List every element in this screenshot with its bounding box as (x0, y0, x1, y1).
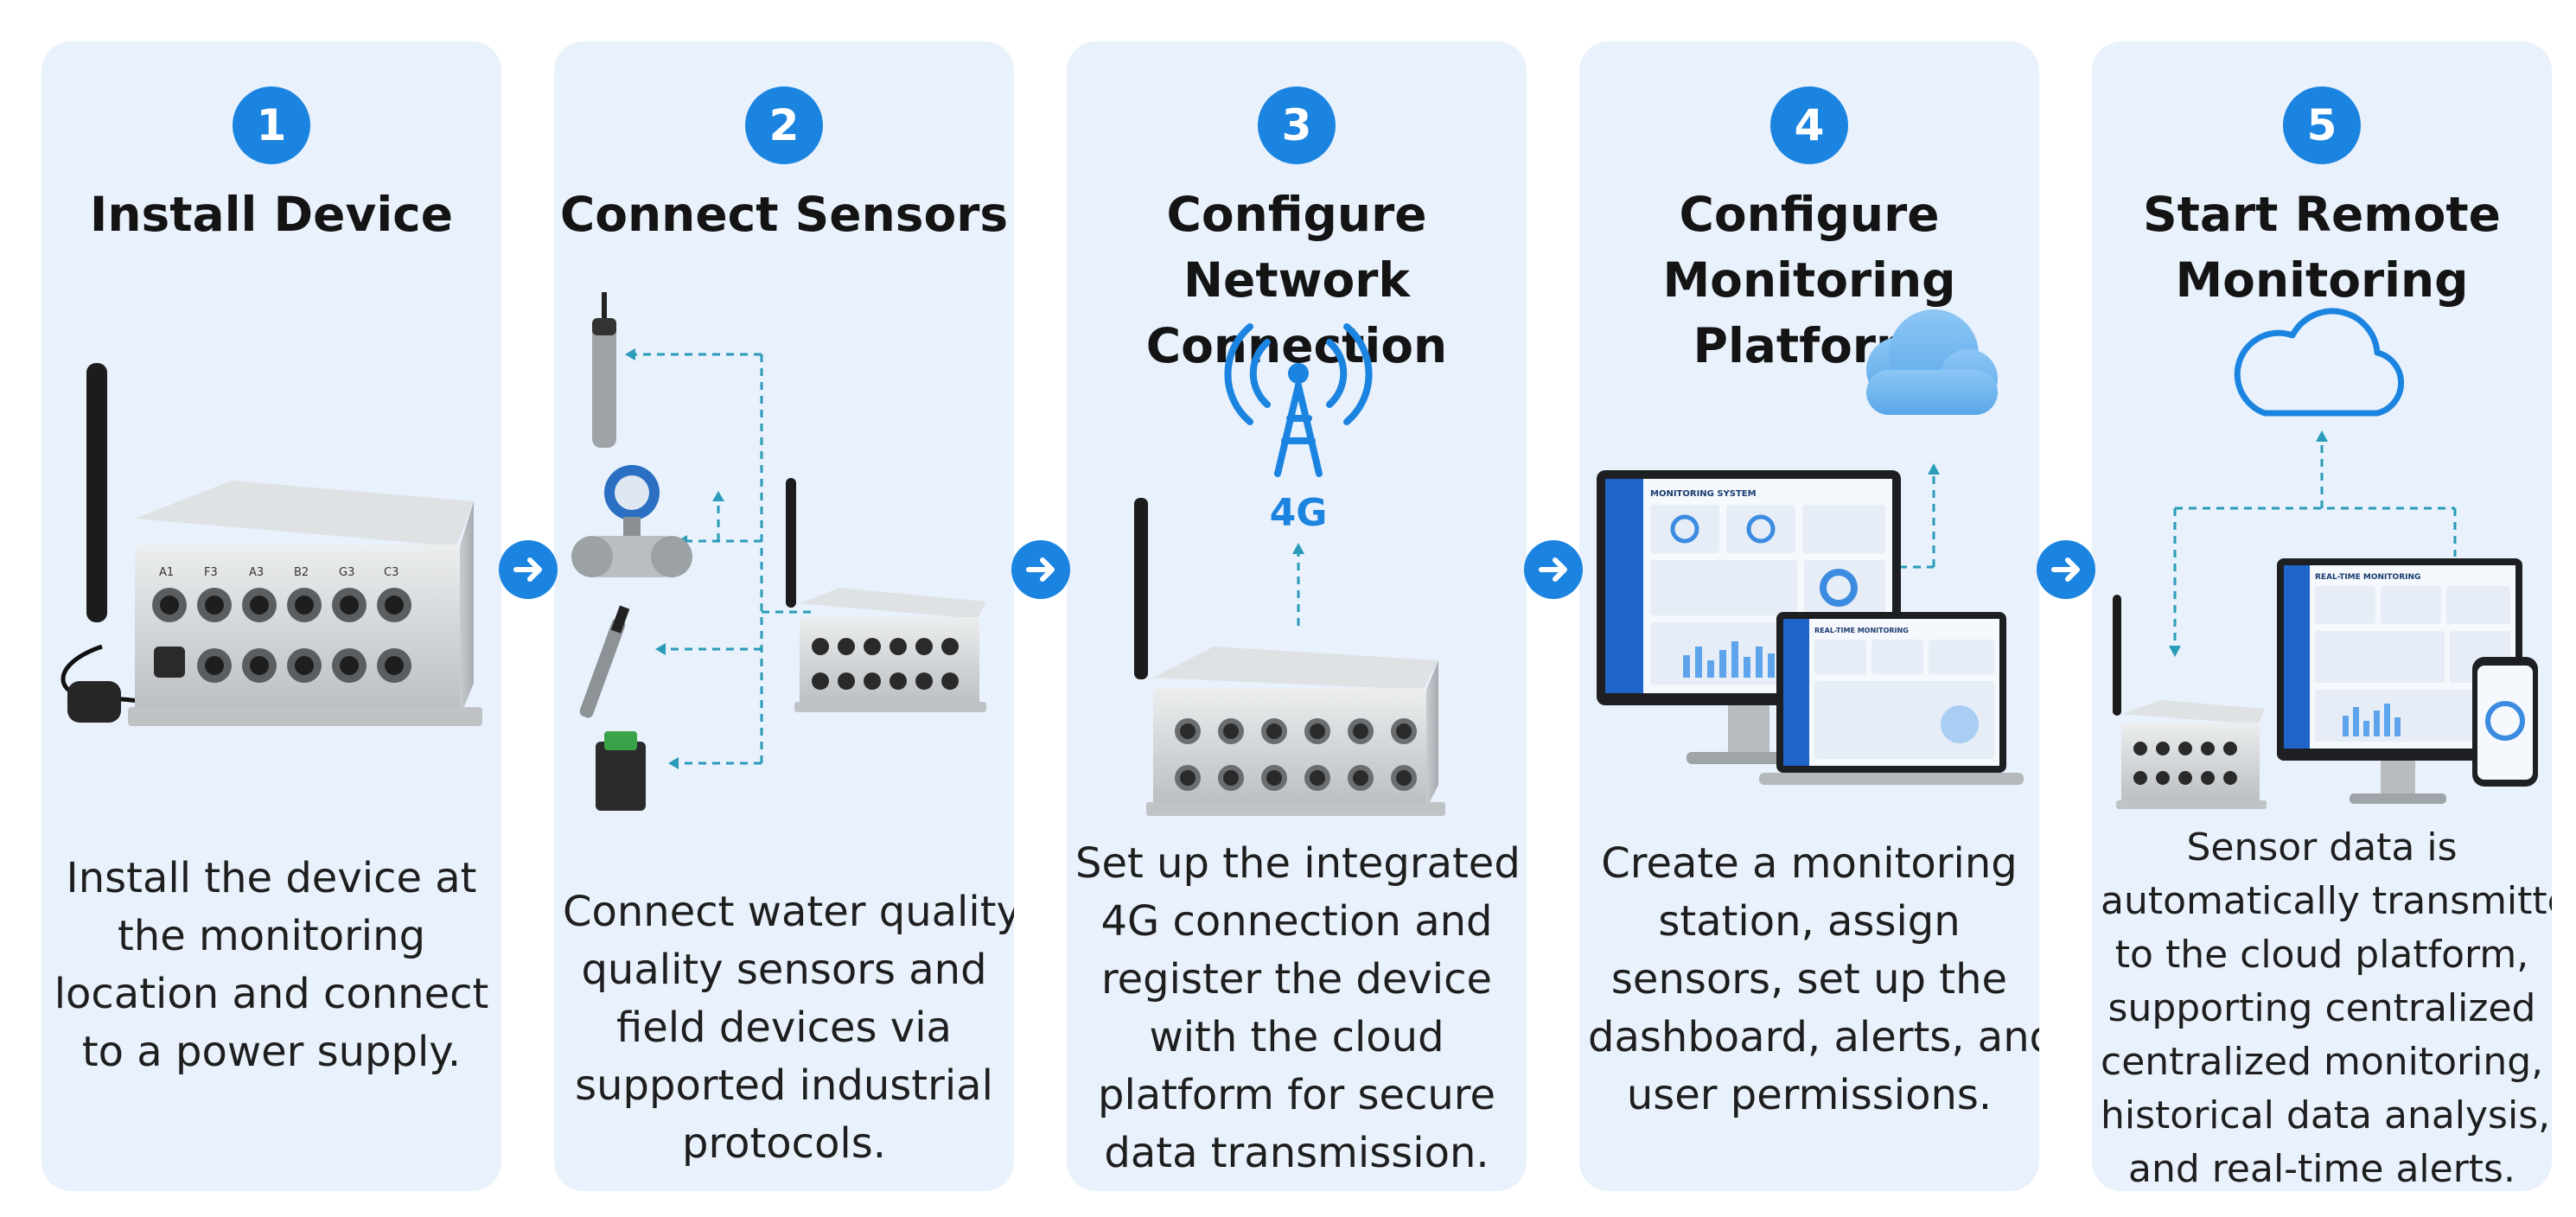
description-line: user permissions. (1626, 1071, 1993, 1119)
cloud-icon (1866, 309, 1998, 415)
iot-device-icon (1134, 498, 1445, 816)
step-title-line: Start Remote (2143, 187, 2501, 242)
antenna-icon (86, 363, 107, 622)
4g-label: 4G (1270, 491, 1328, 535)
step-description: Connect water quality quality sensors an… (563, 883, 1014, 1173)
step-title-line: Install Device (89, 187, 454, 242)
description-line: quality sensors and (581, 946, 987, 994)
port-label: G3 (339, 566, 354, 579)
cell-tower-icon (1224, 323, 1373, 477)
description-line: data transmission. (1104, 1129, 1489, 1177)
description-line: Set up the integrated (1075, 839, 1521, 888)
step-card-4: 4 Configure Monitoring Platform MONITORI… (1579, 41, 2039, 1191)
description-line: centralized monitoring, (2101, 1040, 2544, 1084)
remote-monitoring-illustration: REAL-TIME MONITORING (2113, 308, 2538, 809)
description-line: station, assign (1658, 897, 1961, 946)
description-line: the monitoring (117, 912, 426, 960)
monitor-screen-title: REAL-TIME MONITORING (2315, 573, 2420, 582)
step-description: Install the device at the monitoring loc… (50, 850, 493, 1081)
iot-device-illustration: A1 F3 A3 B2 G3 C3 (61, 363, 482, 726)
step-title: Install Device (41, 182, 501, 247)
description-line: and real-time alerts. (2128, 1147, 2515, 1191)
description-line: 4G connection and (1100, 897, 1493, 946)
network-illustration: 4G (1134, 323, 1445, 816)
description-line: sensors, set up the (1610, 955, 2008, 1004)
port-label: B2 (294, 566, 309, 579)
description-line: Sensor data is (2186, 825, 2458, 870)
step-description: Sensor data is automatically transmitted… (2101, 821, 2552, 1191)
step-card-5: 5 Start Remote Monitoring (2092, 41, 2552, 1191)
step-title-line: Configure (1679, 187, 1940, 242)
step-card-1: 1 Install Device A1 F (41, 41, 501, 1191)
description-line: with the cloud (1149, 1013, 1444, 1061)
laptop-screen-title: REAL-TIME MONITORING (1814, 627, 1909, 634)
port-label: A1 (159, 566, 174, 579)
next-step-arrow-icon (1011, 540, 1070, 599)
next-step-arrow-icon (1524, 540, 1583, 599)
step-title: Configure Network Connection (1067, 182, 1527, 379)
description-line: protocols. (681, 1119, 887, 1168)
flow-meter-icon (571, 465, 692, 577)
description-line: automatically transmitted (2101, 879, 2552, 923)
step-card-2: 2 Connect Sensors (554, 41, 1014, 1191)
step-title: Start Remote Monitoring (2092, 182, 2552, 313)
step-number-badge: 3 (1258, 86, 1336, 164)
device-port-labels: A1 F3 A3 B2 G3 C3 (159, 566, 399, 579)
field-device-icon (596, 731, 646, 811)
monitor-screen-title: MONITORING SYSTEM (1650, 489, 1757, 499)
desktop-monitor-icon: REAL-TIME MONITORING (2277, 558, 2522, 804)
step-title: Connect Sensors (554, 182, 1014, 247)
description-line: register the device (1100, 955, 1493, 1004)
port-label: A3 (249, 566, 264, 579)
step-description: Create a monitoring station, assign sens… (1588, 835, 2039, 1125)
connector-lines (632, 353, 813, 765)
step-title-line: Monitoring (2175, 252, 2469, 308)
port-label: C3 (384, 566, 399, 579)
iot-device-icon (2113, 595, 2267, 809)
port-label: F3 (204, 566, 218, 579)
step-number-badge: 4 (1770, 86, 1848, 164)
description-line: supported industrial (575, 1061, 993, 1110)
iot-device-icon (786, 478, 986, 712)
step-number-badge: 1 (233, 86, 310, 164)
description-line: to a power supply. (81, 1028, 462, 1076)
step-card-3: 3 Configure Network Connection 4G (1067, 41, 1527, 1191)
description-line: location and connect (54, 970, 489, 1018)
step-title-line: Connect Sensors (559, 187, 1009, 242)
next-step-arrow-icon (499, 540, 558, 599)
cloud-outline-icon (2234, 308, 2405, 417)
smartphone-icon (2472, 657, 2538, 787)
description-line: dashboard, alerts, and (1588, 1013, 2039, 1061)
description-line: Install the device at (66, 854, 477, 902)
immersion-sensor-icon (579, 605, 630, 718)
next-step-arrow-icon (2037, 540, 2095, 599)
gps-puck-icon (67, 681, 121, 723)
step-title-line: Configure Network (1166, 187, 1427, 308)
description-line: field devices via (616, 1004, 952, 1052)
description-line: supporting centralized (2107, 986, 2536, 1030)
device-connector-ports (152, 588, 411, 683)
step-number-badge: 2 (745, 86, 823, 164)
sensor-connection-illustration (571, 292, 986, 811)
description-line: platform for secure (1097, 1071, 1496, 1119)
laptop-icon: REAL-TIME MONITORING (1759, 612, 2024, 785)
step-number-badge: 5 (2283, 86, 2361, 164)
platform-illustration: MONITORING SYSTEM REAL-TIME MONITORING (1597, 309, 2024, 785)
description-line: Connect water quality (563, 888, 1014, 936)
probe-sensor-icon (592, 292, 616, 448)
step-description: Set up the integrated 4G connection and … (1075, 835, 1521, 1182)
description-line: to the cloud platform, (2114, 933, 2529, 977)
description-line: Create a monitoring (1601, 839, 2018, 888)
description-line: historical data analysis, (2101, 1093, 2551, 1137)
